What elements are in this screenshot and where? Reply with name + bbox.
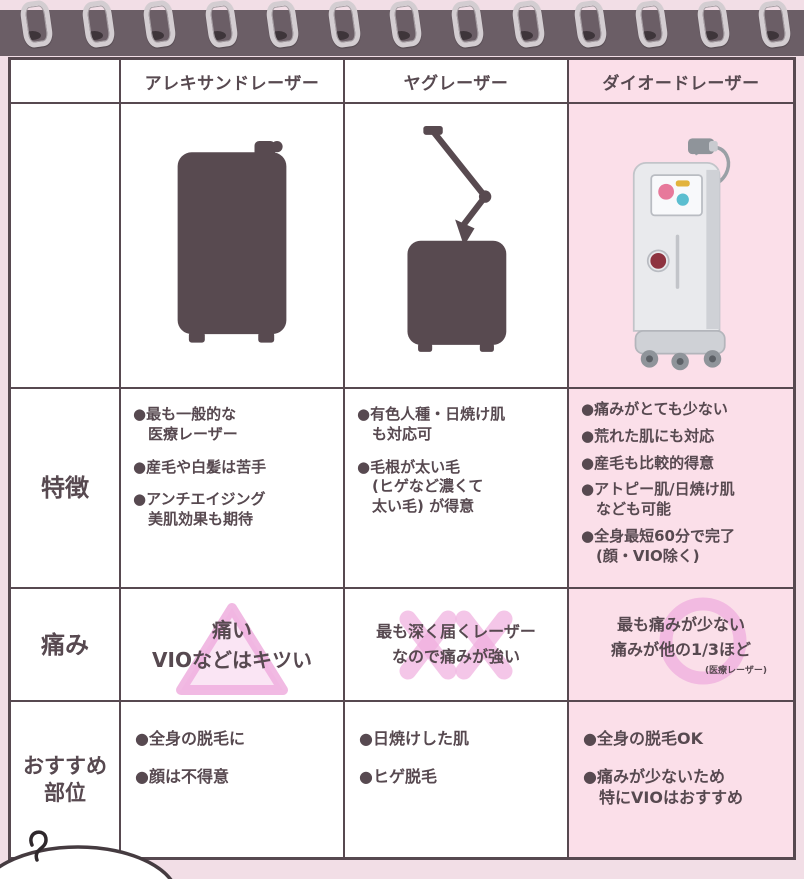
speech-bubble-icon — [0, 830, 173, 879]
pain-text: 痛い VIOなどはキツい — [152, 617, 312, 672]
corner-empty-cell — [11, 60, 121, 104]
binder-ring-icon — [18, 0, 55, 56]
feature-item: ●毛根が太い毛 (ヒゲなど濃くて 太い毛) が得意 — [357, 457, 484, 516]
pain-text: 最も深く届くレーザー なので痛みが強い — [376, 621, 536, 666]
features-diode-cell: ●痛みがとても少ない ●荒れた肌にも対応 ●産毛も比較的得意 ●アトピー肌/日焼… — [569, 389, 793, 589]
laser-comparison-table: アレキサンドレーザー ヤグレーザー ダイオードレーザー — [8, 57, 796, 860]
binder-ring-icon — [203, 0, 239, 56]
feature-item: ●産毛も比較的得意 — [581, 453, 715, 472]
row-label-features: 特徴 — [11, 389, 121, 589]
features-alexandrite-cell: ●最も一般的な 医療レーザー ●産毛や白髪は苦手 ●アンチエイジング 美肌効果も… — [121, 389, 345, 589]
binder-ring-icon — [633, 0, 670, 56]
recommended-alexandrite-cell: ●全身の脱毛に ●顔は不得意 — [121, 702, 345, 857]
binder-ring-icon — [80, 0, 116, 56]
feature-item: ●有色人種・日焼け肌 も対応可 — [357, 405, 506, 443]
diode-machine-photo-icon — [632, 137, 731, 370]
feature-item: ●痛みがとても少ない — [581, 400, 728, 418]
recommended-diode-cell: ●全身の脱毛OK ●痛みが少ないため 特にVIOはおすすめ — [569, 702, 793, 857]
pain-triangle-icon — [176, 602, 288, 695]
binder-ring-icon — [449, 0, 485, 56]
recommended-item: ●顔は不得意 — [135, 766, 229, 786]
column-header-yag: ヤグレーザー — [345, 60, 569, 104]
binder-ring-icon — [756, 0, 793, 56]
feature-item: ●全身最短60分で完了 (顔・VIO除く) — [581, 526, 735, 565]
speech-bubble — [0, 817, 206, 879]
binder-rings — [0, 0, 804, 56]
recommended-item: ●全身の脱毛OK — [583, 729, 703, 748]
recommended-item: ●全身の脱毛に — [135, 729, 245, 748]
feature-item: ●荒れた肌にも対応 — [581, 426, 715, 445]
diode-machine-image — [569, 104, 793, 389]
recommended-item: ●ヒゲ脱毛 — [359, 766, 437, 786]
alexandrite-machine-image — [121, 104, 345, 389]
recommended-item: ●日焼けした肌 — [359, 729, 469, 748]
pain-note: (医療レーザー) — [704, 666, 767, 677]
binder-ring-icon — [264, 0, 301, 56]
pain-alexandrite-cell: 痛い VIOなどはキツい — [121, 589, 345, 702]
pain-text: 最も痛みが少ない 痛みが他の1/3ほど — [610, 614, 752, 659]
binder-ring-icon — [387, 0, 424, 56]
pain-diode-cell: 最も痛みが少ない 痛みが他の1/3ほど (医療レーザー) — [569, 589, 793, 702]
row-label-recommended: おすすめ 部位 — [11, 702, 121, 857]
feature-item: ●産毛や白髪は苦手 — [133, 457, 267, 476]
yag-machine-image — [345, 104, 569, 389]
yag-machine-silhouette-icon — [407, 125, 507, 352]
binder-ring-icon — [326, 0, 362, 56]
features-yag-cell: ●有色人種・日焼け肌 も対応可 ●毛根が太い毛 (ヒゲなど濃くて 太い毛) が得… — [345, 389, 569, 589]
hair-curl-icon — [29, 830, 48, 862]
binder-ring-icon — [141, 0, 178, 56]
pain-double-x-icon — [399, 610, 513, 679]
pain-circle-icon — [659, 597, 747, 685]
binder-ring-icon — [695, 0, 731, 56]
feature-item: ●最も一般的な 医療レーザー — [133, 405, 238, 443]
empty-label-cell — [11, 104, 121, 389]
pain-yag-cell: 最も深く届くレーザー なので痛みが強い — [345, 589, 569, 702]
row-label-pain: 痛み — [11, 589, 121, 702]
recommended-item: ●痛みが少ないため 特にVIOはおすすめ — [583, 766, 743, 808]
feature-item: ●アトピー肌/日焼け肌 なども可能 — [581, 480, 735, 519]
binder-ring-icon — [510, 0, 547, 56]
column-header-alexandrite: アレキサンドレーザー — [121, 60, 345, 104]
column-header-diode: ダイオードレーザー — [569, 60, 793, 104]
alexandrite-machine-silhouette-icon — [177, 140, 287, 343]
feature-item: ●アンチエイジング 美肌効果も期待 — [133, 490, 266, 529]
binder-ring-icon — [572, 0, 608, 56]
recommended-yag-cell: ●日焼けした肌 ●ヒゲ脱毛 — [345, 702, 569, 857]
